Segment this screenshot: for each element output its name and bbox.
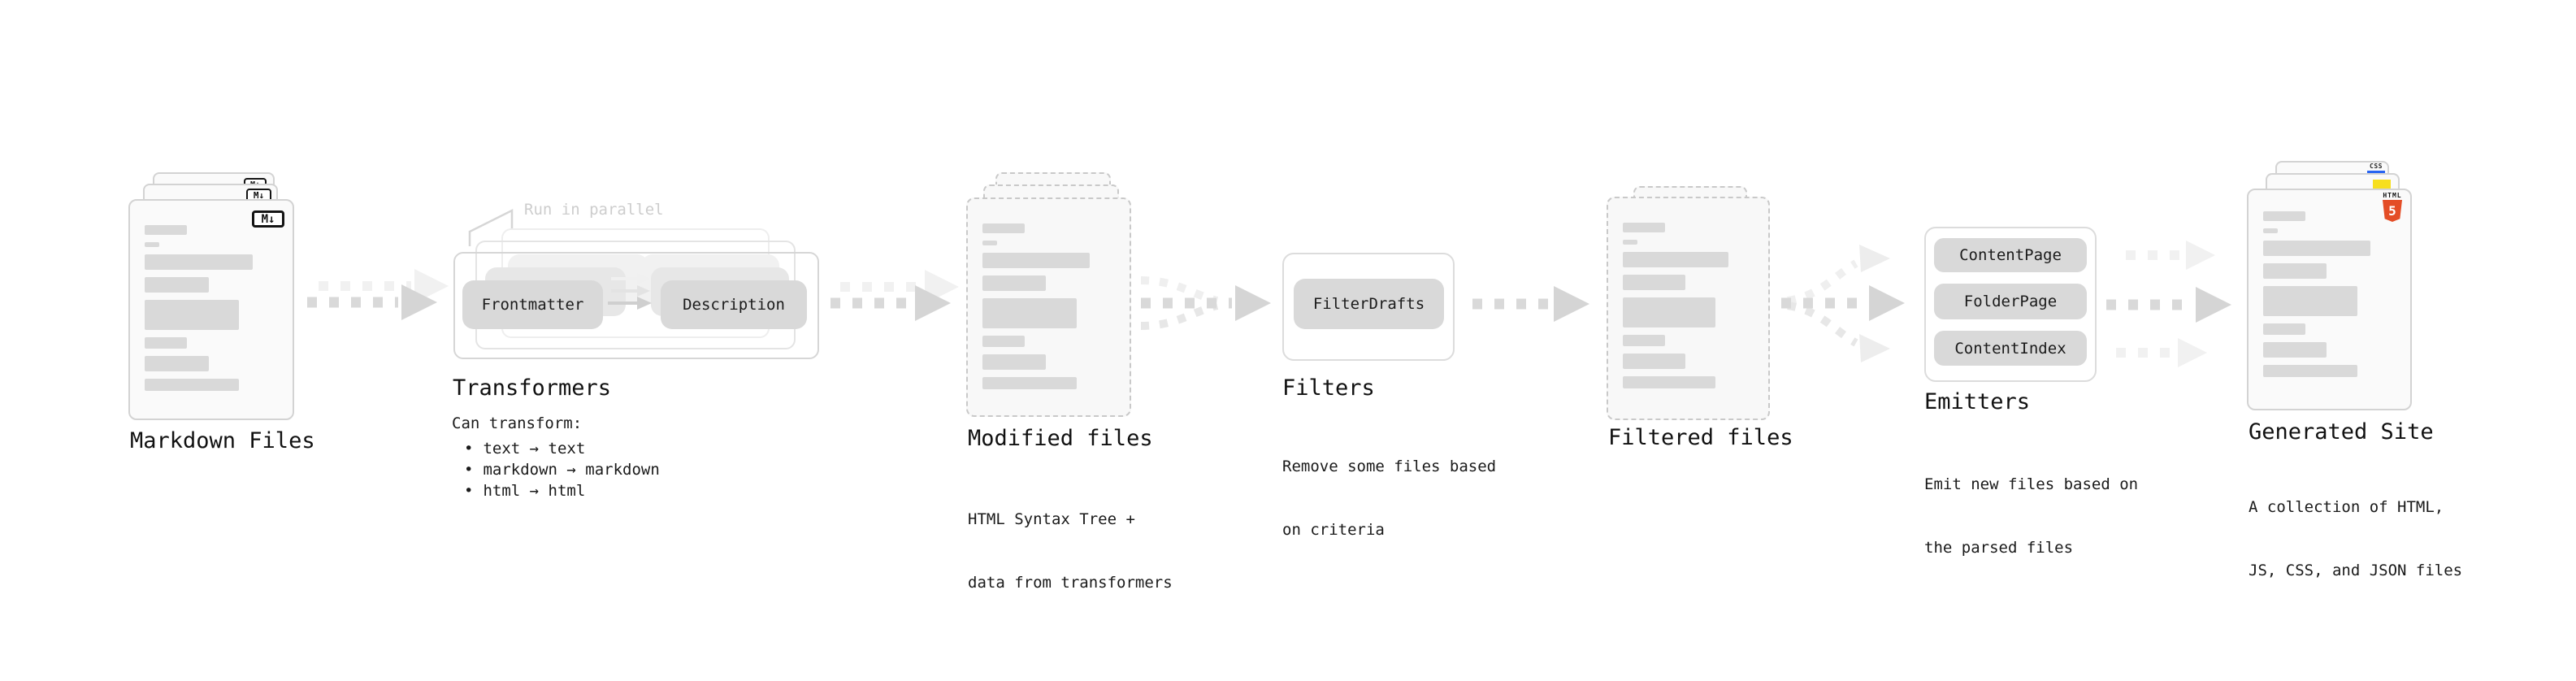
arrow-transformers-to-modified (830, 270, 959, 321)
js-icon (2373, 180, 2391, 189)
arrow-emitters-to-site (2106, 241, 2231, 367)
filtered-file-card (1607, 197, 1770, 420)
filter-pill-filterdrafts: FilterDrafts (1294, 279, 1444, 329)
bullet-dot: • (464, 461, 474, 479)
stage-title-modified-files: Modified files (968, 426, 1153, 451)
generated-site-description: A collection of HTML, JS, CSS, and JSON … (2249, 498, 2463, 579)
emitters-description: Emit new files based on the parsed files (1924, 475, 2139, 557)
arrow-filtered-to-emitters (1781, 245, 1905, 362)
filters-description: Remove some files based on criteria (1282, 458, 1497, 539)
html5-icon: HTML 5 (2382, 192, 2403, 222)
transformer-pill-frontmatter: Frontmatter (462, 280, 603, 329)
emitter-pill-folderpage: FolderPage (1934, 284, 2087, 319)
css-underline (2367, 171, 2385, 173)
transform-bullet-item: •text → text (464, 440, 586, 458)
generated-file-card (2247, 189, 2412, 410)
markdown-icon: M↓ (246, 189, 271, 202)
transform-bullet-item: •html → html (464, 482, 586, 500)
markdown-file-card: M↓ (128, 199, 294, 420)
transformers-description-heading: Can transform: (452, 414, 583, 432)
run-in-parallel-note: Run in parallel (524, 201, 664, 219)
stage-title-transformers: Transformers (453, 375, 612, 401)
css-icon: CSS (2366, 163, 2387, 173)
document-placeholder-lines (1608, 198, 1768, 388)
emitter-pill-contentindex: ContentIndex (1934, 331, 2087, 366)
arrow-markdown-to-transformers (307, 269, 449, 320)
stage-title-filtered-files: Filtered files (1608, 425, 1793, 450)
transform-bullet-item: •markdown → markdown (464, 461, 660, 479)
emitter-pill-contentpage: ContentPage (1934, 238, 2087, 272)
arrow-modified-to-filters (1140, 276, 1271, 330)
arrow-filters-to-filtered (1472, 286, 1589, 322)
markdown-icon: M↓ (252, 210, 284, 228)
stage-title-filters: Filters (1282, 375, 1375, 401)
bullet-dot: • (464, 440, 474, 458)
modified-files-description: HTML Syntax Tree + data from transformer… (968, 510, 1173, 592)
bullet-dot: • (464, 482, 474, 500)
stage-title-markdown-files: Markdown Files (130, 428, 315, 453)
stage-title-emitters: Emitters (1924, 389, 2031, 414)
document-placeholder-lines (2249, 190, 2410, 377)
document-placeholder-lines (130, 201, 293, 391)
document-placeholder-lines (968, 199, 1130, 389)
modified-file-card (966, 197, 1131, 417)
transformers-box (453, 252, 819, 359)
transformer-pill-description: Description (661, 280, 807, 329)
stage-title-generated-site: Generated Site (2249, 419, 2434, 445)
